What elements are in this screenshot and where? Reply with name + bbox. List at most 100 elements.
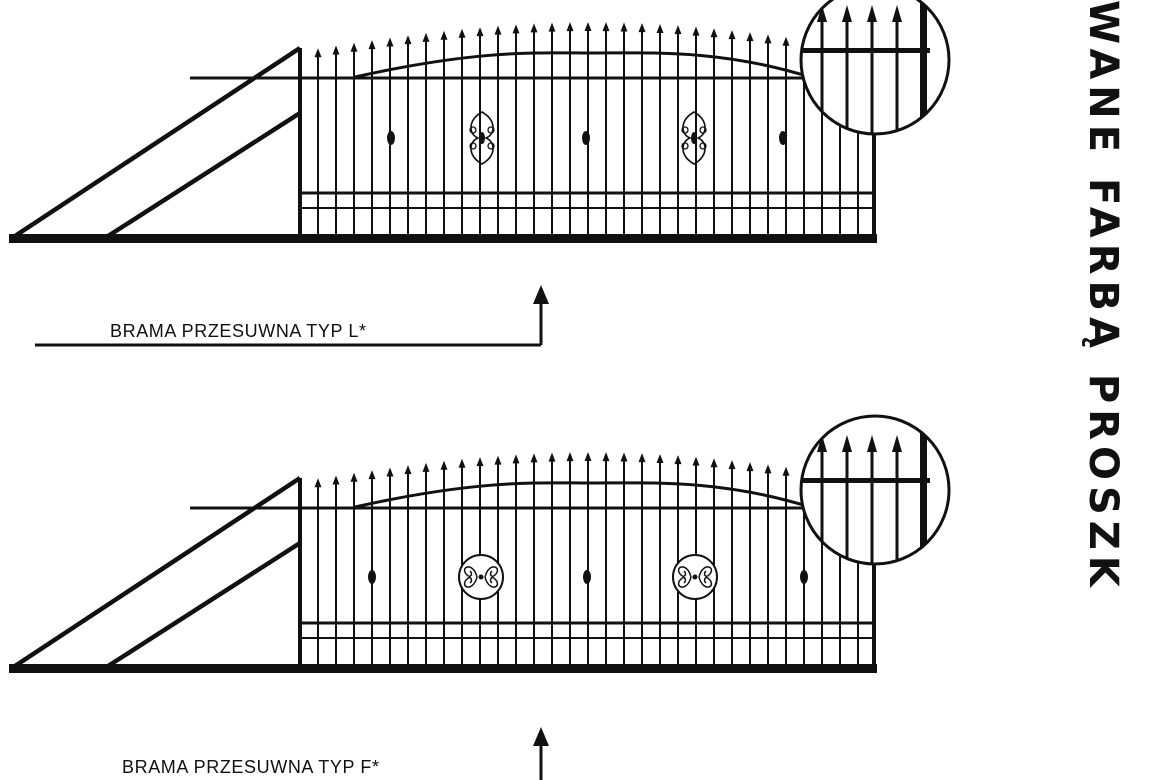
top-arch xyxy=(354,51,811,79)
spear-tip-icon xyxy=(530,23,538,33)
spear-tip-icon xyxy=(332,475,340,485)
ring-scroll xyxy=(698,566,713,578)
spear-tip-icon xyxy=(566,452,574,462)
spear-tip-icon xyxy=(440,30,448,40)
spear-tip-icon xyxy=(404,465,412,475)
spear-tip-icon xyxy=(728,30,736,40)
ring-ornament-icon xyxy=(672,554,718,600)
spear-tip-icon xyxy=(386,37,394,47)
ring-scroll xyxy=(698,576,713,588)
detail-spear-tip-icon xyxy=(867,435,877,452)
ring-scroll xyxy=(463,566,478,578)
spear-tip-icon xyxy=(512,24,520,34)
spear-tip-icon xyxy=(458,458,466,468)
spear-tip-icon xyxy=(314,48,322,58)
spear-tip-icon xyxy=(692,26,700,36)
spear-tip-icon xyxy=(764,34,772,44)
scroll-curl xyxy=(469,126,477,134)
knot-ornament-icon xyxy=(387,131,395,145)
spear-tip-icon xyxy=(494,455,502,465)
ring-scroll xyxy=(677,566,692,578)
spear-tip-icon xyxy=(458,28,466,38)
ring-scroll xyxy=(463,576,478,588)
spear-tip-icon xyxy=(422,32,430,42)
spear-tip-icon xyxy=(746,32,754,42)
knot-ornament-icon xyxy=(368,570,376,584)
detail-magnifier xyxy=(799,0,951,136)
gate-typ-f xyxy=(9,414,951,673)
spear-tip-icon xyxy=(656,24,664,34)
spear-tip-icon xyxy=(620,22,628,32)
spear-tip-icon xyxy=(782,36,790,46)
scroll-center xyxy=(479,132,485,144)
bottom-rail xyxy=(9,664,877,673)
scroll-curl xyxy=(487,142,495,150)
scroll-center xyxy=(691,132,697,144)
detail-spear-tip-icon xyxy=(867,5,877,22)
detail-post xyxy=(920,430,927,564)
scroll-curl xyxy=(469,142,477,150)
detail-circle xyxy=(799,414,951,566)
scroll-ornament-icon xyxy=(681,111,707,165)
frame-diagonal xyxy=(103,111,302,240)
detail-spear-tip-icon xyxy=(842,5,852,22)
spear-tip-icon xyxy=(674,25,682,35)
spear-tip-icon xyxy=(548,452,556,462)
scroll-curl xyxy=(699,126,707,134)
spear-tip-icon xyxy=(602,452,610,462)
ring-center xyxy=(692,574,698,580)
spear-tip-icon xyxy=(314,478,322,488)
spear-tip-icon xyxy=(548,22,556,32)
gate-typ-l xyxy=(9,0,951,243)
frame-diagonal xyxy=(10,46,302,240)
spear-tip-icon xyxy=(386,467,394,477)
knot-ornament-icon xyxy=(582,131,590,145)
detail-spear-tip-icon xyxy=(892,5,902,22)
spear-tip-icon xyxy=(656,454,664,464)
frame-diagonal xyxy=(10,476,302,670)
detail-spear-tip-icon xyxy=(817,5,827,22)
ring-scroll xyxy=(484,566,499,578)
detail-rail xyxy=(801,478,930,483)
ring-center xyxy=(478,574,484,580)
scroll-curl xyxy=(699,142,707,150)
spear-tip-icon xyxy=(404,35,412,45)
spear-tip-icon xyxy=(512,454,520,464)
gate-typ-l-label-group: BRAMA PRZESUWNA TYP L* xyxy=(35,285,549,347)
knot-ornament-icon xyxy=(800,570,808,584)
ring-scroll xyxy=(677,576,692,588)
gate-typ-l-label: BRAMA PRZESUWNA TYP L* xyxy=(110,321,367,341)
spear-tip-icon xyxy=(350,472,358,482)
spear-tip-icon xyxy=(332,45,340,55)
knot-ornament-icon xyxy=(779,131,787,145)
spear-tip-icon xyxy=(728,460,736,470)
spear-tip-icon xyxy=(782,466,790,476)
scroll-curl xyxy=(681,126,689,134)
spear-tip-icon xyxy=(710,458,718,468)
spear-tip-icon xyxy=(584,22,592,32)
detail-rail xyxy=(801,48,930,53)
scroll-curl xyxy=(681,142,689,150)
scroll-ornament-icon xyxy=(469,111,495,165)
gate-typ-f-label: BRAMA PRZESUWNA TYP F* xyxy=(122,757,380,777)
arrow-up-icon xyxy=(533,727,549,746)
spear-tip-icon xyxy=(638,453,646,463)
frame-diagonal xyxy=(103,541,302,670)
top-arch xyxy=(354,481,811,509)
spear-tip-icon xyxy=(494,25,502,35)
spear-tip-icon xyxy=(638,23,646,33)
spear-tip-icon xyxy=(440,460,448,470)
arrow-up-icon xyxy=(533,285,549,304)
scroll-curl xyxy=(487,126,495,134)
bottom-rail xyxy=(9,234,877,243)
detail-spear-tip-icon xyxy=(842,435,852,452)
spear-tip-icon xyxy=(422,462,430,472)
spear-tip-icon xyxy=(620,452,628,462)
spear-tip-icon xyxy=(584,452,592,462)
knot-ornament-icon xyxy=(583,570,591,584)
side-text: WANE FARBĄ PROSZK xyxy=(1080,0,1126,593)
spear-tip-icon xyxy=(710,28,718,38)
detail-post xyxy=(920,0,927,134)
detail-circle xyxy=(799,0,951,136)
